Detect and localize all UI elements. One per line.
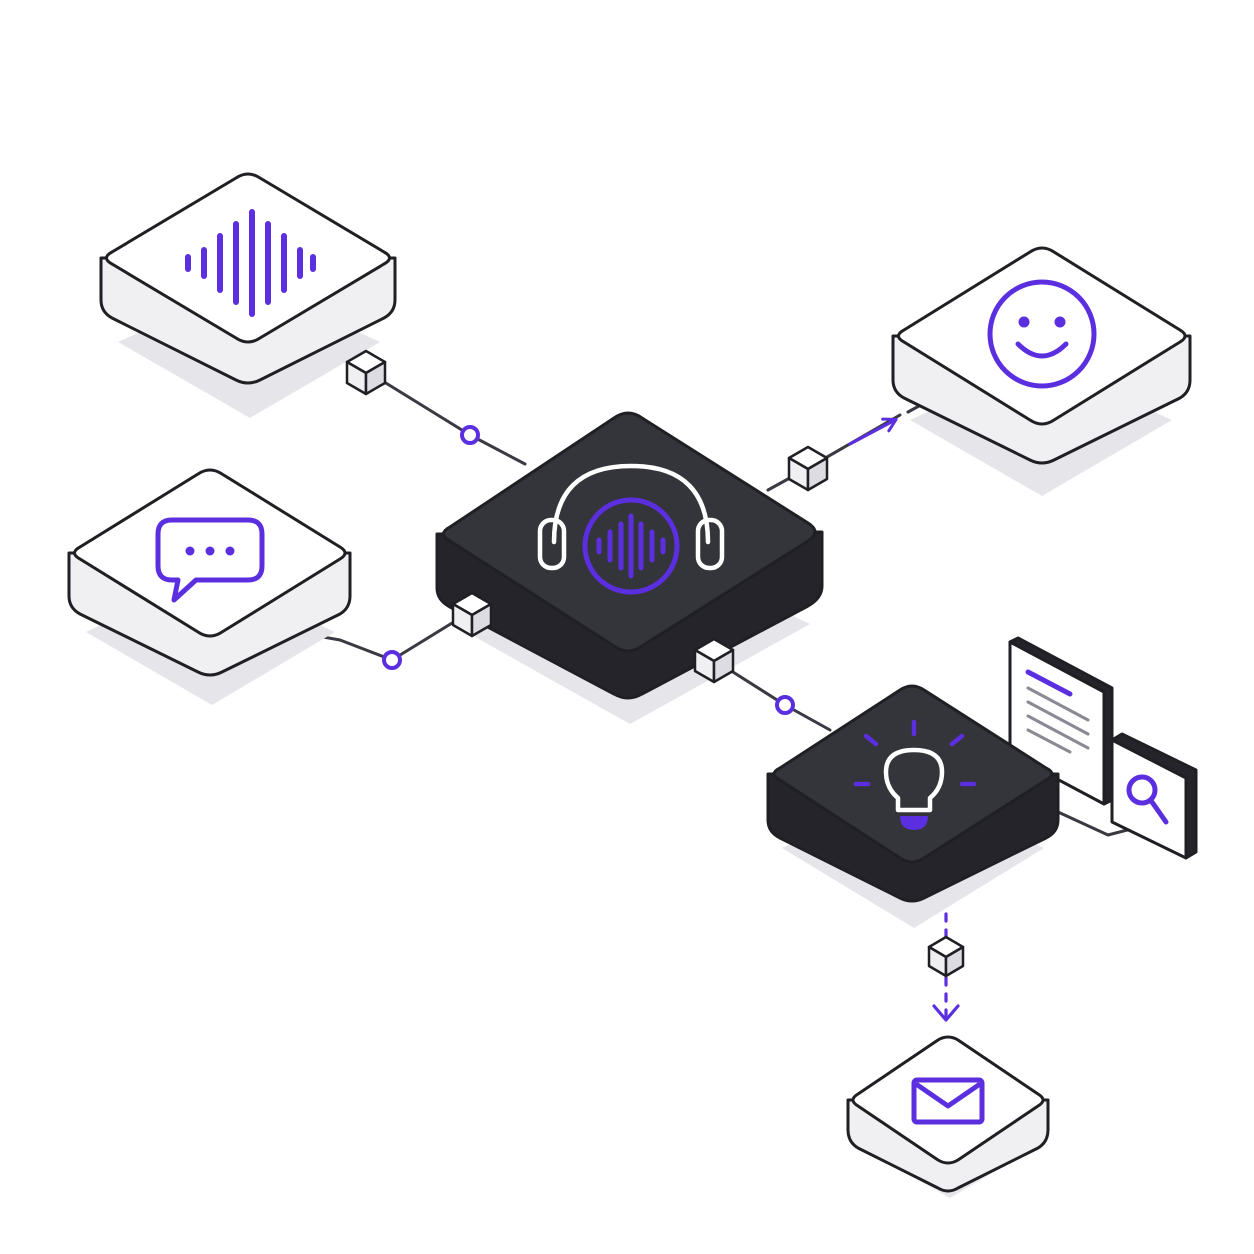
envelope-icon [911,1077,985,1125]
joint-cube-chat [451,591,493,638]
joint-cube-email [927,935,965,978]
email-arrowhead [932,1004,960,1022]
email-output-node [846,1035,1050,1198]
ring-chat-line [382,650,402,670]
headset-waveform-icon [537,463,725,595]
email-node-top [851,1035,1045,1165]
lightbulb-icon [853,719,977,830]
smiley-face-icon [987,279,1097,389]
sentiment-output-node [891,246,1192,496]
document-lines-icon [1025,669,1090,754]
connector-joints [345,349,965,978]
audio-input-node [99,172,397,418]
joint-cube-audio [345,349,387,396]
ring-insight-line [775,695,795,715]
audio-node-top [105,172,391,344]
smiley-node-top [897,246,1187,426]
document-card [1008,636,1114,806]
sentiment-arrow [848,420,895,446]
hub-node [435,411,824,724]
magnifier-icon [1126,774,1169,825]
joint-cube-sentiment [787,445,829,492]
ring-audio-line [460,425,480,445]
chat-input-node [67,468,352,705]
joint-cube-insight [693,637,735,684]
chat-bubble-icon [155,517,265,603]
insight-engine-node [766,684,1060,928]
connector-rings [382,425,795,715]
search-card [1110,732,1198,860]
insight-node-top [772,684,1054,864]
sound-wave-icon [185,209,316,317]
